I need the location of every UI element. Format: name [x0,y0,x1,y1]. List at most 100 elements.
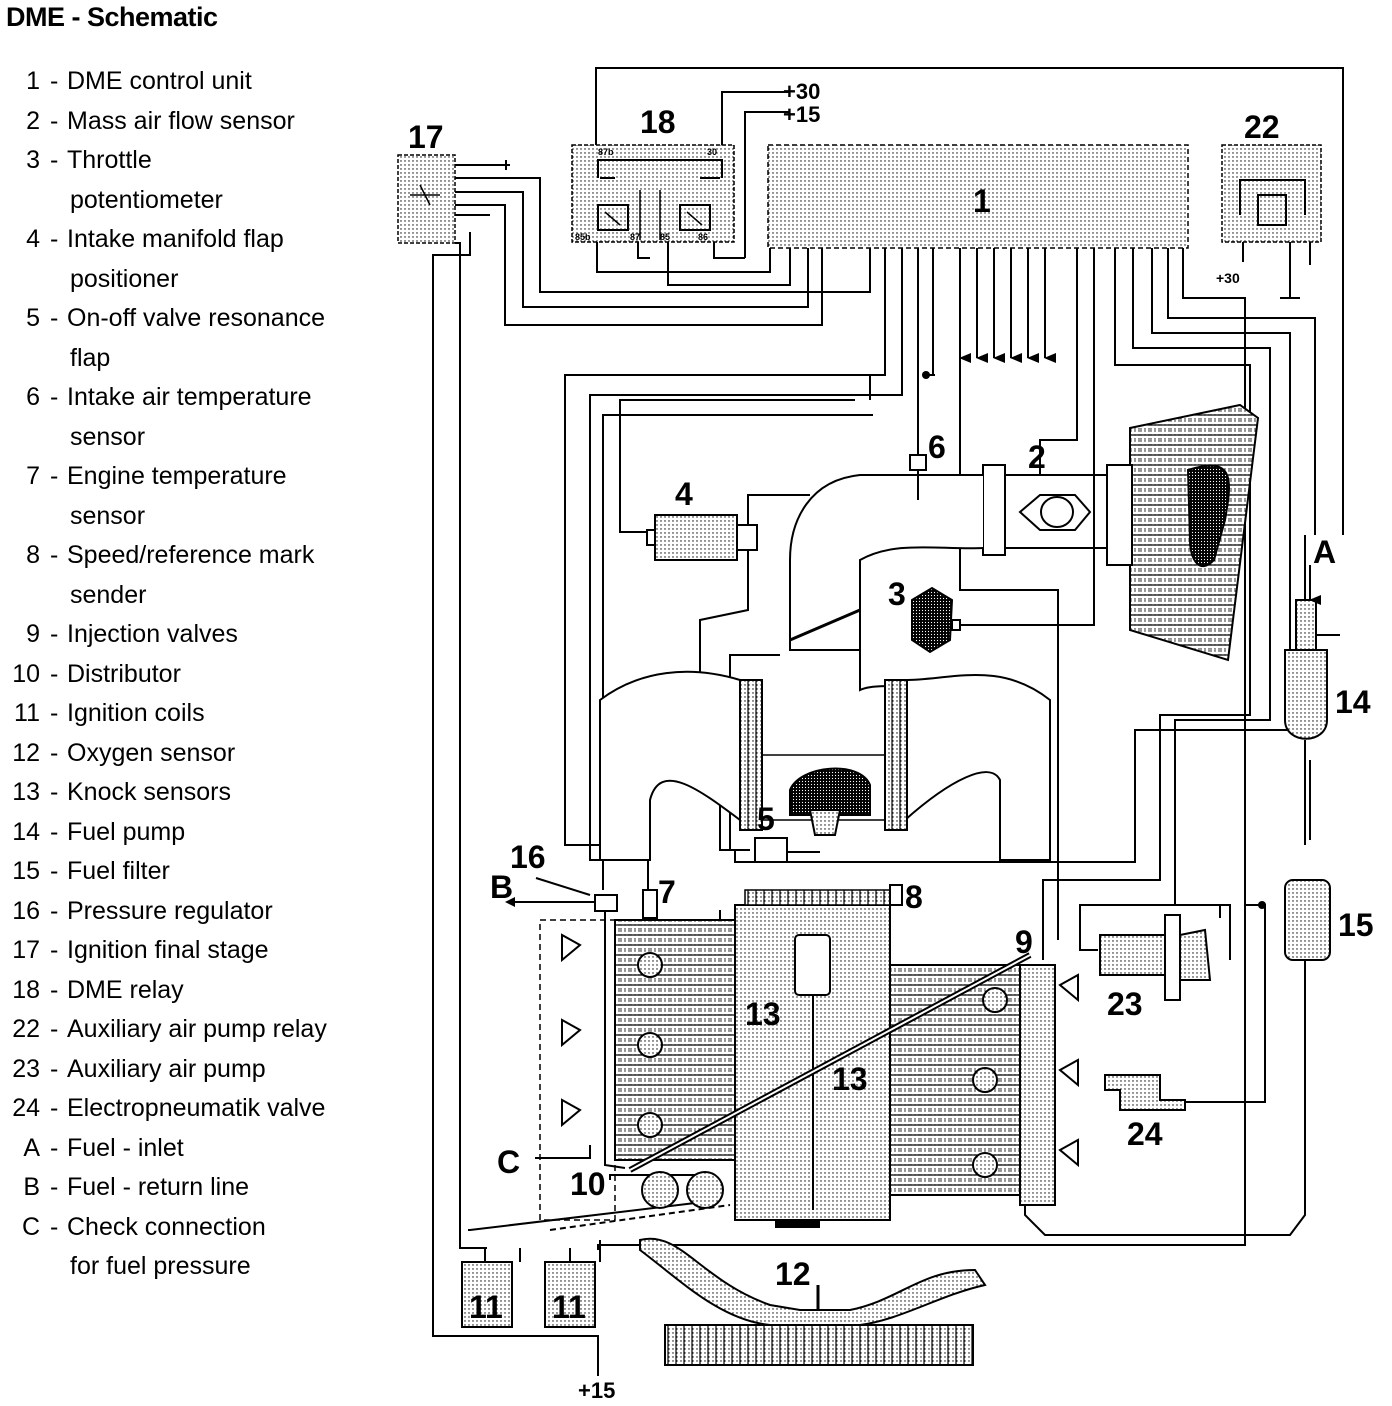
supply-plus15-bottom: +15 [578,1378,615,1403]
relay-pin-87: 87 [630,232,640,242]
legend-text: for fuel pressure [70,1252,251,1280]
legend-text: Engine temperature [67,462,287,490]
legend-separator: - [50,699,59,727]
page-title: DME - Schematic [6,2,218,32]
legend-item-continuation: sensor [0,499,380,539]
legend-key: 5 [26,304,40,332]
callout-1: 1 [973,183,991,219]
legend-key: 12 [12,738,40,767]
legend-text: DME control unit [67,67,252,95]
legend-item: 15-Fuel filter [0,854,380,894]
legend-text: Pressure regulator [67,896,273,925]
callout-23: 23 [1107,986,1143,1022]
supply-plus30: +30 [783,79,820,104]
legend-separator: - [50,67,59,95]
legend-item: 2-Mass air flow sensor [0,104,380,144]
legend-key: 3 [26,146,40,174]
legend-separator: - [50,1054,59,1083]
legend-separator: - [50,778,59,806]
supply-plus15: +15 [783,102,820,127]
legend-text: Mass air flow sensor [67,106,295,135]
callout-11b: 11 [552,1289,586,1325]
callout-8: 8 [905,879,923,915]
legend-key: 1 [26,67,40,95]
legend-text: sensor [70,501,146,530]
legend-key: 4 [26,225,40,253]
legend-text: Distributor [67,659,181,688]
legend-key: 13 [12,778,40,806]
legend-item-continuation: positioner [0,262,380,302]
legend-item: 16-Pressure regulator [0,894,380,934]
legend-item: B-Fuel - return line [0,1170,380,1210]
supply-plus30-relay22: +30 [1216,270,1240,286]
relay-pin-87b: 87b [598,147,614,157]
callout-3: 3 [888,576,906,612]
legend-text: Auxiliary air pump relay [67,1015,327,1043]
legend-key: 24 [12,1094,40,1122]
callout-18: 18 [640,104,676,140]
legend-separator: - [50,383,59,411]
legend-key: 14 [12,817,40,846]
callout-11a: 11 [469,1289,503,1325]
callout-12: 12 [775,1256,811,1292]
callout-13a: 13 [745,996,781,1032]
legend-item-continuation: potentiometer [0,183,380,223]
legend-text: On-off valve resonance [67,304,326,332]
legend-key: B [23,1173,40,1201]
legend-item: 5-On-off valve resonance [0,301,380,341]
callout-C: C [497,1144,520,1180]
legend-item: 12-Oxygen sensor [0,736,380,776]
legend-key: 15 [12,857,40,885]
legend-separator: - [50,1133,59,1162]
relay-pin-85: 85 [660,232,670,242]
legend-separator: - [50,462,59,490]
relay-pin-85b: 85b [575,232,591,242]
legend-separator: - [50,659,59,688]
callout-14: 14 [1335,684,1371,720]
legend-text: Knock sensors [67,778,231,806]
legend-item-continuation: sender [0,578,380,618]
legend-separator: - [50,738,59,767]
callout-7: 7 [658,874,676,910]
legend-text: sensor [70,422,146,451]
callout-4: 4 [675,476,693,512]
legend-text: Injection valves [67,620,238,648]
legend-item: 6-Intake air temperature [0,380,380,420]
callout-A: A [1313,534,1336,570]
legend-key: 23 [12,1054,40,1083]
callout-9: 9 [1015,924,1033,960]
legend-separator: - [50,1015,59,1043]
legend-separator: - [50,304,59,332]
callout-17: 17 [408,119,444,155]
legend-separator: - [50,936,59,964]
legend-text: Fuel - return line [67,1173,250,1201]
legend-item: 18-DME relay [0,973,380,1013]
legend-text: Oxygen sensor [67,738,236,767]
legend-text: Throttle [67,146,152,174]
legend-text: Intake air temperature [67,383,312,411]
legend-text: Fuel filter [67,857,170,885]
legend-separator: - [50,146,59,174]
legend-item: 22-Auxiliary air pump relay [0,1012,380,1052]
legend-key: 11 [14,699,40,727]
legend-text: Auxiliary air pump [67,1054,266,1083]
callout-15: 15 [1338,907,1374,943]
legend-separator: - [50,106,59,135]
legend-key: 18 [12,975,40,1004]
legend-item-continuation: for fuel pressure [0,1249,380,1289]
legend-separator: - [50,817,59,846]
legend-text: positioner [70,264,179,293]
legend-text: sender [70,580,147,609]
legend-item-continuation: sensor [0,420,380,460]
legend-separator: - [50,896,59,925]
legend-key: 8 [26,541,40,569]
legend-text: potentiometer [70,185,223,214]
legend-key: 22 [12,1015,40,1043]
legend-item: 17-Ignition final stage [0,933,380,973]
legend-separator: - [50,225,59,253]
legend-item: 9-Injection valves [0,617,380,657]
relay-pin-30: 30 [707,147,717,157]
legend-separator: - [50,1212,59,1241]
legend-key: 6 [26,383,40,411]
